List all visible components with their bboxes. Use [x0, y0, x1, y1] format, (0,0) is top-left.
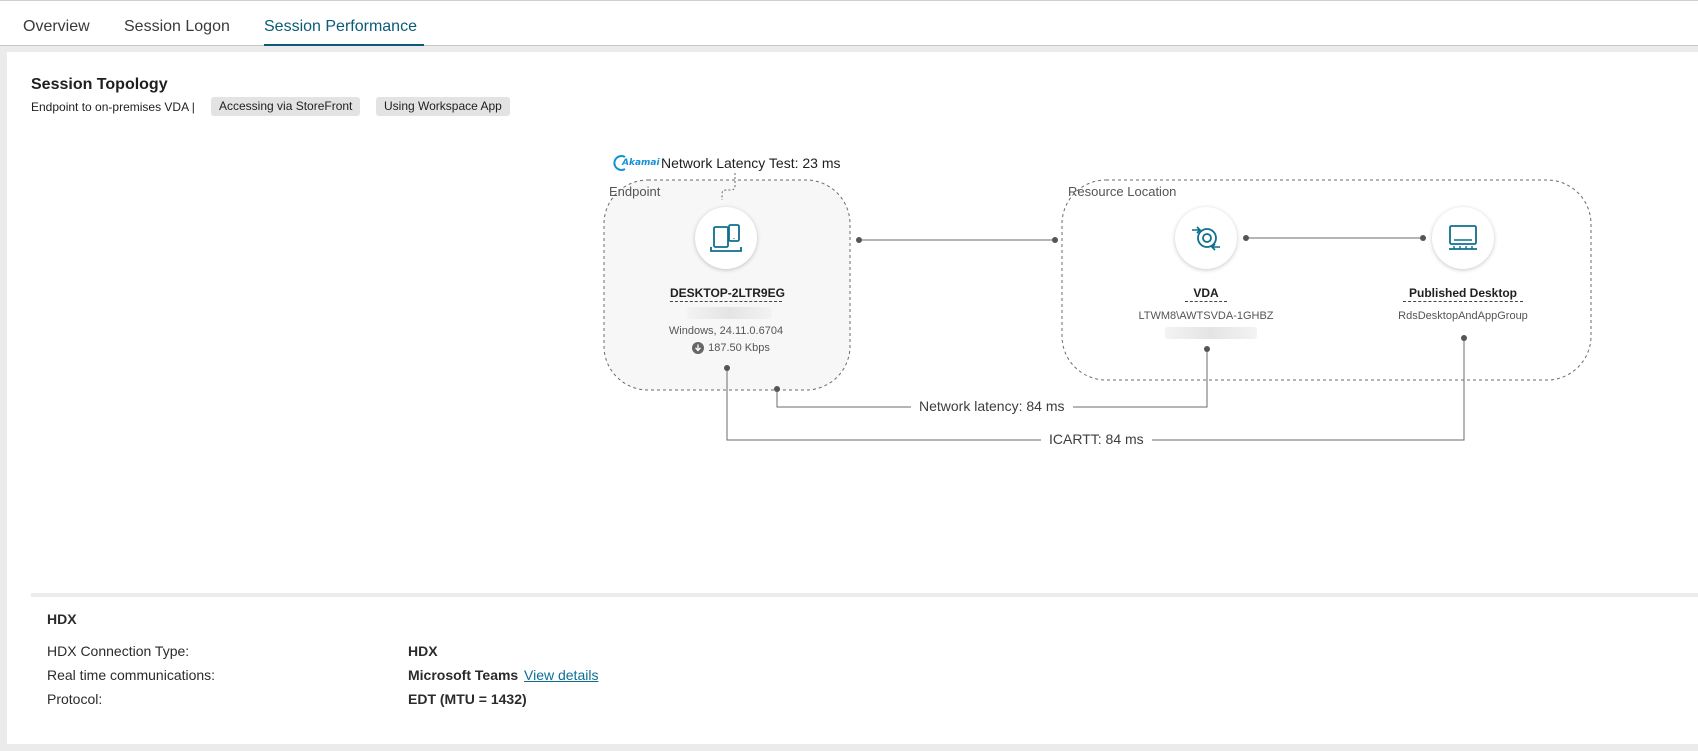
network-latency-test: Akamai Network Latency Test: 23 ms — [611, 154, 840, 172]
tab-session-logon[interactable]: Session Logon — [124, 18, 230, 35]
session-topology-title: Session Topology — [31, 76, 168, 93]
protocol-value: EDT (MTU = 1432) — [408, 691, 527, 707]
hdx-title: HDX — [47, 611, 77, 627]
endpoint-box — [603, 179, 851, 391]
vda-machine: LTWM8\AWTSVDA-1GHBZ — [1138, 310, 1274, 322]
download-icon — [692, 342, 705, 354]
vda-name[interactable]: VDA — [1185, 286, 1227, 302]
link-dot — [856, 237, 862, 243]
rtc-value: Microsoft Teams — [408, 667, 519, 683]
resource-location-box — [1061, 179, 1592, 381]
redacted-vda-ip — [1165, 327, 1257, 339]
section-divider — [31, 593, 1698, 597]
endpoint-os: Windows, 24.11.0.6704 — [668, 325, 784, 337]
hdx-connection-type-value: HDX — [408, 643, 438, 659]
link-dot — [774, 386, 780, 392]
endpoint-node[interactable] — [695, 207, 757, 269]
link-dot — [1243, 235, 1249, 241]
endpoint-bandwidth: 187.50 Kbps — [686, 342, 776, 354]
rtc-label: Real time communications: — [47, 667, 216, 683]
latency-test-text: Network Latency Test: 23 ms — [661, 155, 841, 171]
chip-storefront: Accessing via StoreFront — [211, 97, 361, 116]
vda-node[interactable] — [1175, 207, 1237, 269]
link-dot — [1461, 335, 1467, 341]
topology-subtitle: Endpoint to on-premises VDA | — [31, 100, 195, 114]
protocol-label: Protocol: — [47, 691, 103, 707]
chip-workspace-app: Using Workspace App — [376, 97, 510, 116]
published-desktop-name[interactable]: Published Desktop — [1403, 286, 1523, 302]
active-tab-indicator — [264, 44, 424, 46]
published-desktop-group: RdsDesktopAndAppGroup — [1398, 310, 1528, 322]
link-dot — [1052, 237, 1058, 243]
view-details-link[interactable]: View details — [524, 667, 599, 683]
desktop-monitor-icon — [1449, 225, 1477, 250]
tab-overview[interactable]: Overview — [23, 18, 90, 35]
link-dot — [724, 365, 730, 371]
redacted-ip — [687, 307, 772, 319]
link-dot — [1204, 346, 1210, 352]
endpoint-name[interactable]: DESKTOP-2LTR9EG — [670, 286, 785, 302]
tab-bar: Overview Session Logon Session Performan… — [0, 1, 1698, 46]
top-border — [0, 0, 1698, 1]
endpoint-devices-icon — [710, 224, 742, 252]
endpoint-label: Endpoint — [609, 184, 661, 199]
icartt-label: ICARTT: 84 ms — [1041, 431, 1152, 447]
published-desktop-node[interactable] — [1432, 207, 1494, 269]
akamai-logo-icon: Akamai — [611, 154, 661, 172]
network-latency-label: Network latency: 84 ms — [911, 398, 1073, 414]
link-dot — [1420, 235, 1426, 241]
hdx-connection-type-label: HDX Connection Type: — [47, 643, 190, 659]
session-performance-panel — [7, 52, 1698, 744]
latency-test-connector — [721, 173, 736, 200]
tab-session-performance[interactable]: Session Performance — [264, 18, 417, 35]
resource-location-label: Resource Location — [1068, 184, 1177, 199]
vda-sync-icon — [1192, 226, 1220, 251]
